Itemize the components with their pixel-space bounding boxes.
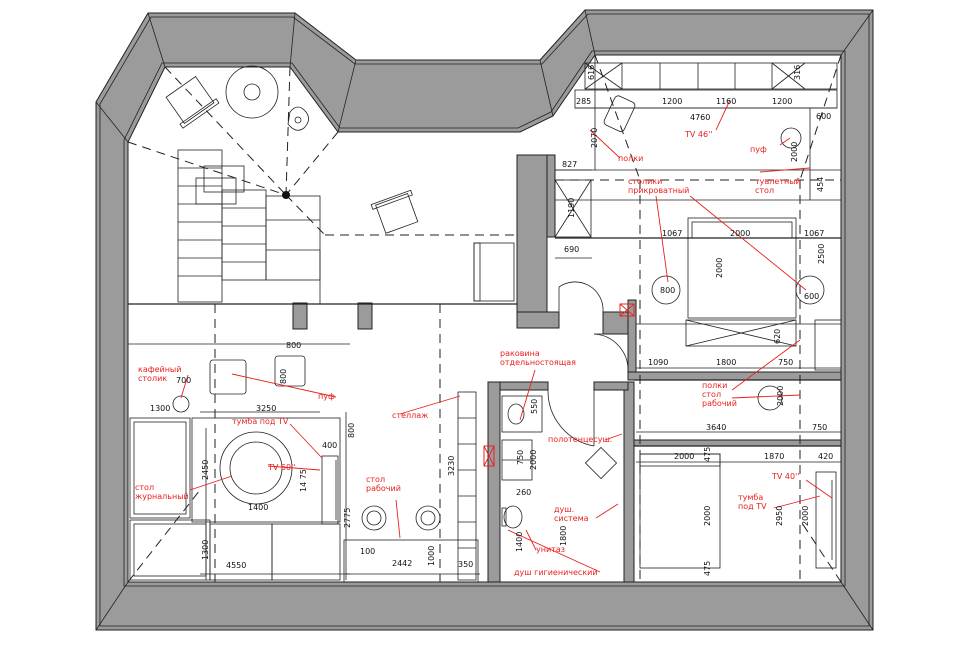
roof-dashed-lines xyxy=(127,54,842,583)
dim-3640: 3640 xyxy=(706,423,726,432)
dim-750-c: 750 xyxy=(812,423,827,432)
dim-3250: 3250 xyxy=(256,404,276,413)
dimension-labels: 616 285 1200 1160 1200 316 4760 600 2070… xyxy=(150,65,833,576)
dim-1090: 1090 xyxy=(648,358,668,367)
label-hygienic-shower: душ гигиенический xyxy=(514,568,598,577)
interior-walls xyxy=(292,154,842,583)
dim-2000-b: 2000 xyxy=(730,229,750,238)
dim-2000-h: 2000 xyxy=(801,506,810,526)
label-rack: стеллаж xyxy=(392,411,428,420)
label-tv-stand: тумба под TV xyxy=(232,417,289,426)
dim-400: 400 xyxy=(322,441,337,450)
dim-800-c: 800 xyxy=(279,369,288,384)
dim-600-b: 600 xyxy=(804,292,819,301)
sun-rug xyxy=(225,65,279,119)
staircase xyxy=(177,149,321,304)
electrical-panel xyxy=(619,303,635,317)
label-tv-top: TV 46'' xyxy=(684,130,712,139)
dim-1300-b: 1300 xyxy=(201,540,210,560)
dim-4760: 4760 xyxy=(690,113,710,122)
dim-1190: 1190 xyxy=(567,198,576,218)
dim-2775: 2775 xyxy=(343,508,352,528)
dim-700: 700 xyxy=(176,376,191,385)
dim-2450: 2450 xyxy=(201,460,210,480)
dim-1475: 14 75 xyxy=(299,469,308,492)
dim-2442: 2442 xyxy=(392,559,412,568)
dim-475-a: 475 xyxy=(703,447,712,462)
dim-1300: 1300 xyxy=(150,404,170,413)
dim-350: 350 xyxy=(458,560,473,569)
dim-1160: 1160 xyxy=(716,97,736,106)
label-toilet: унитаз xyxy=(536,545,565,554)
dim-1400: 1400 xyxy=(248,503,268,512)
dim-2000-e: 2000 xyxy=(776,386,785,406)
dim-2000-a: 2000 xyxy=(790,142,799,162)
dim-1200-b: 1200 xyxy=(772,97,792,106)
dim-3230: 3230 xyxy=(447,456,456,476)
dim-550: 550 xyxy=(530,399,539,414)
dim-100: 100 xyxy=(360,547,375,556)
dim-800-d: 800 xyxy=(347,423,356,438)
dim-800-b: 800 xyxy=(286,341,301,350)
dim-1067-b: 1067 xyxy=(804,229,824,238)
dim-2000-d: 2000 xyxy=(529,450,538,470)
label-shower-system: душ.система xyxy=(554,505,589,523)
dim-1800-a: 1800 xyxy=(559,526,568,546)
dim-616: 616 xyxy=(587,65,596,80)
dim-600-a: 600 xyxy=(816,112,831,121)
dim-2500: 2500 xyxy=(817,244,826,264)
dim-800-a: 800 xyxy=(660,286,675,295)
dim-750-b: 750 xyxy=(778,358,793,367)
dim-316: 316 xyxy=(793,65,802,80)
dim-2000-c: 2000 xyxy=(715,258,724,278)
leader-lines xyxy=(180,99,833,573)
dim-260: 260 xyxy=(516,488,531,497)
dim-1067-a: 1067 xyxy=(662,229,682,238)
label-pouf-living: пуф xyxy=(318,392,335,401)
label-pouf-top: пуф xyxy=(750,145,767,154)
dim-827: 827 xyxy=(562,160,577,169)
dim-620: 620 xyxy=(773,329,782,344)
dim-750-a: 750 xyxy=(516,450,525,465)
dim-420: 420 xyxy=(818,452,833,461)
dim-1200-a: 1200 xyxy=(662,97,682,106)
label-towel-dryer: полотенцесуш. xyxy=(548,435,612,444)
label-shelves-top: полки xyxy=(618,154,643,163)
dim-285: 285 xyxy=(576,97,591,106)
dim-4550: 4550 xyxy=(226,561,246,570)
dim-2070: 2070 xyxy=(590,128,599,148)
outer-wall xyxy=(95,9,874,631)
dim-1400-b: 1400 xyxy=(515,532,524,552)
dim-1000: 1000 xyxy=(427,546,436,566)
dim-475-b: 475 xyxy=(703,561,712,576)
dim-2000-g: 2000 xyxy=(703,506,712,526)
support-column xyxy=(282,191,290,199)
dim-2950: 2950 xyxy=(775,506,784,526)
dim-1800-b: 1800 xyxy=(716,358,736,367)
dim-454: 454 xyxy=(816,177,825,192)
dim-690: 690 xyxy=(564,245,579,254)
dim-1870: 1870 xyxy=(764,452,784,461)
dim-2000-f: 2000 xyxy=(674,452,694,461)
dimension-lines xyxy=(128,55,841,580)
label-tv-living: TV 60'' xyxy=(267,463,295,472)
label-tv-right: TV 40'' xyxy=(771,472,799,481)
